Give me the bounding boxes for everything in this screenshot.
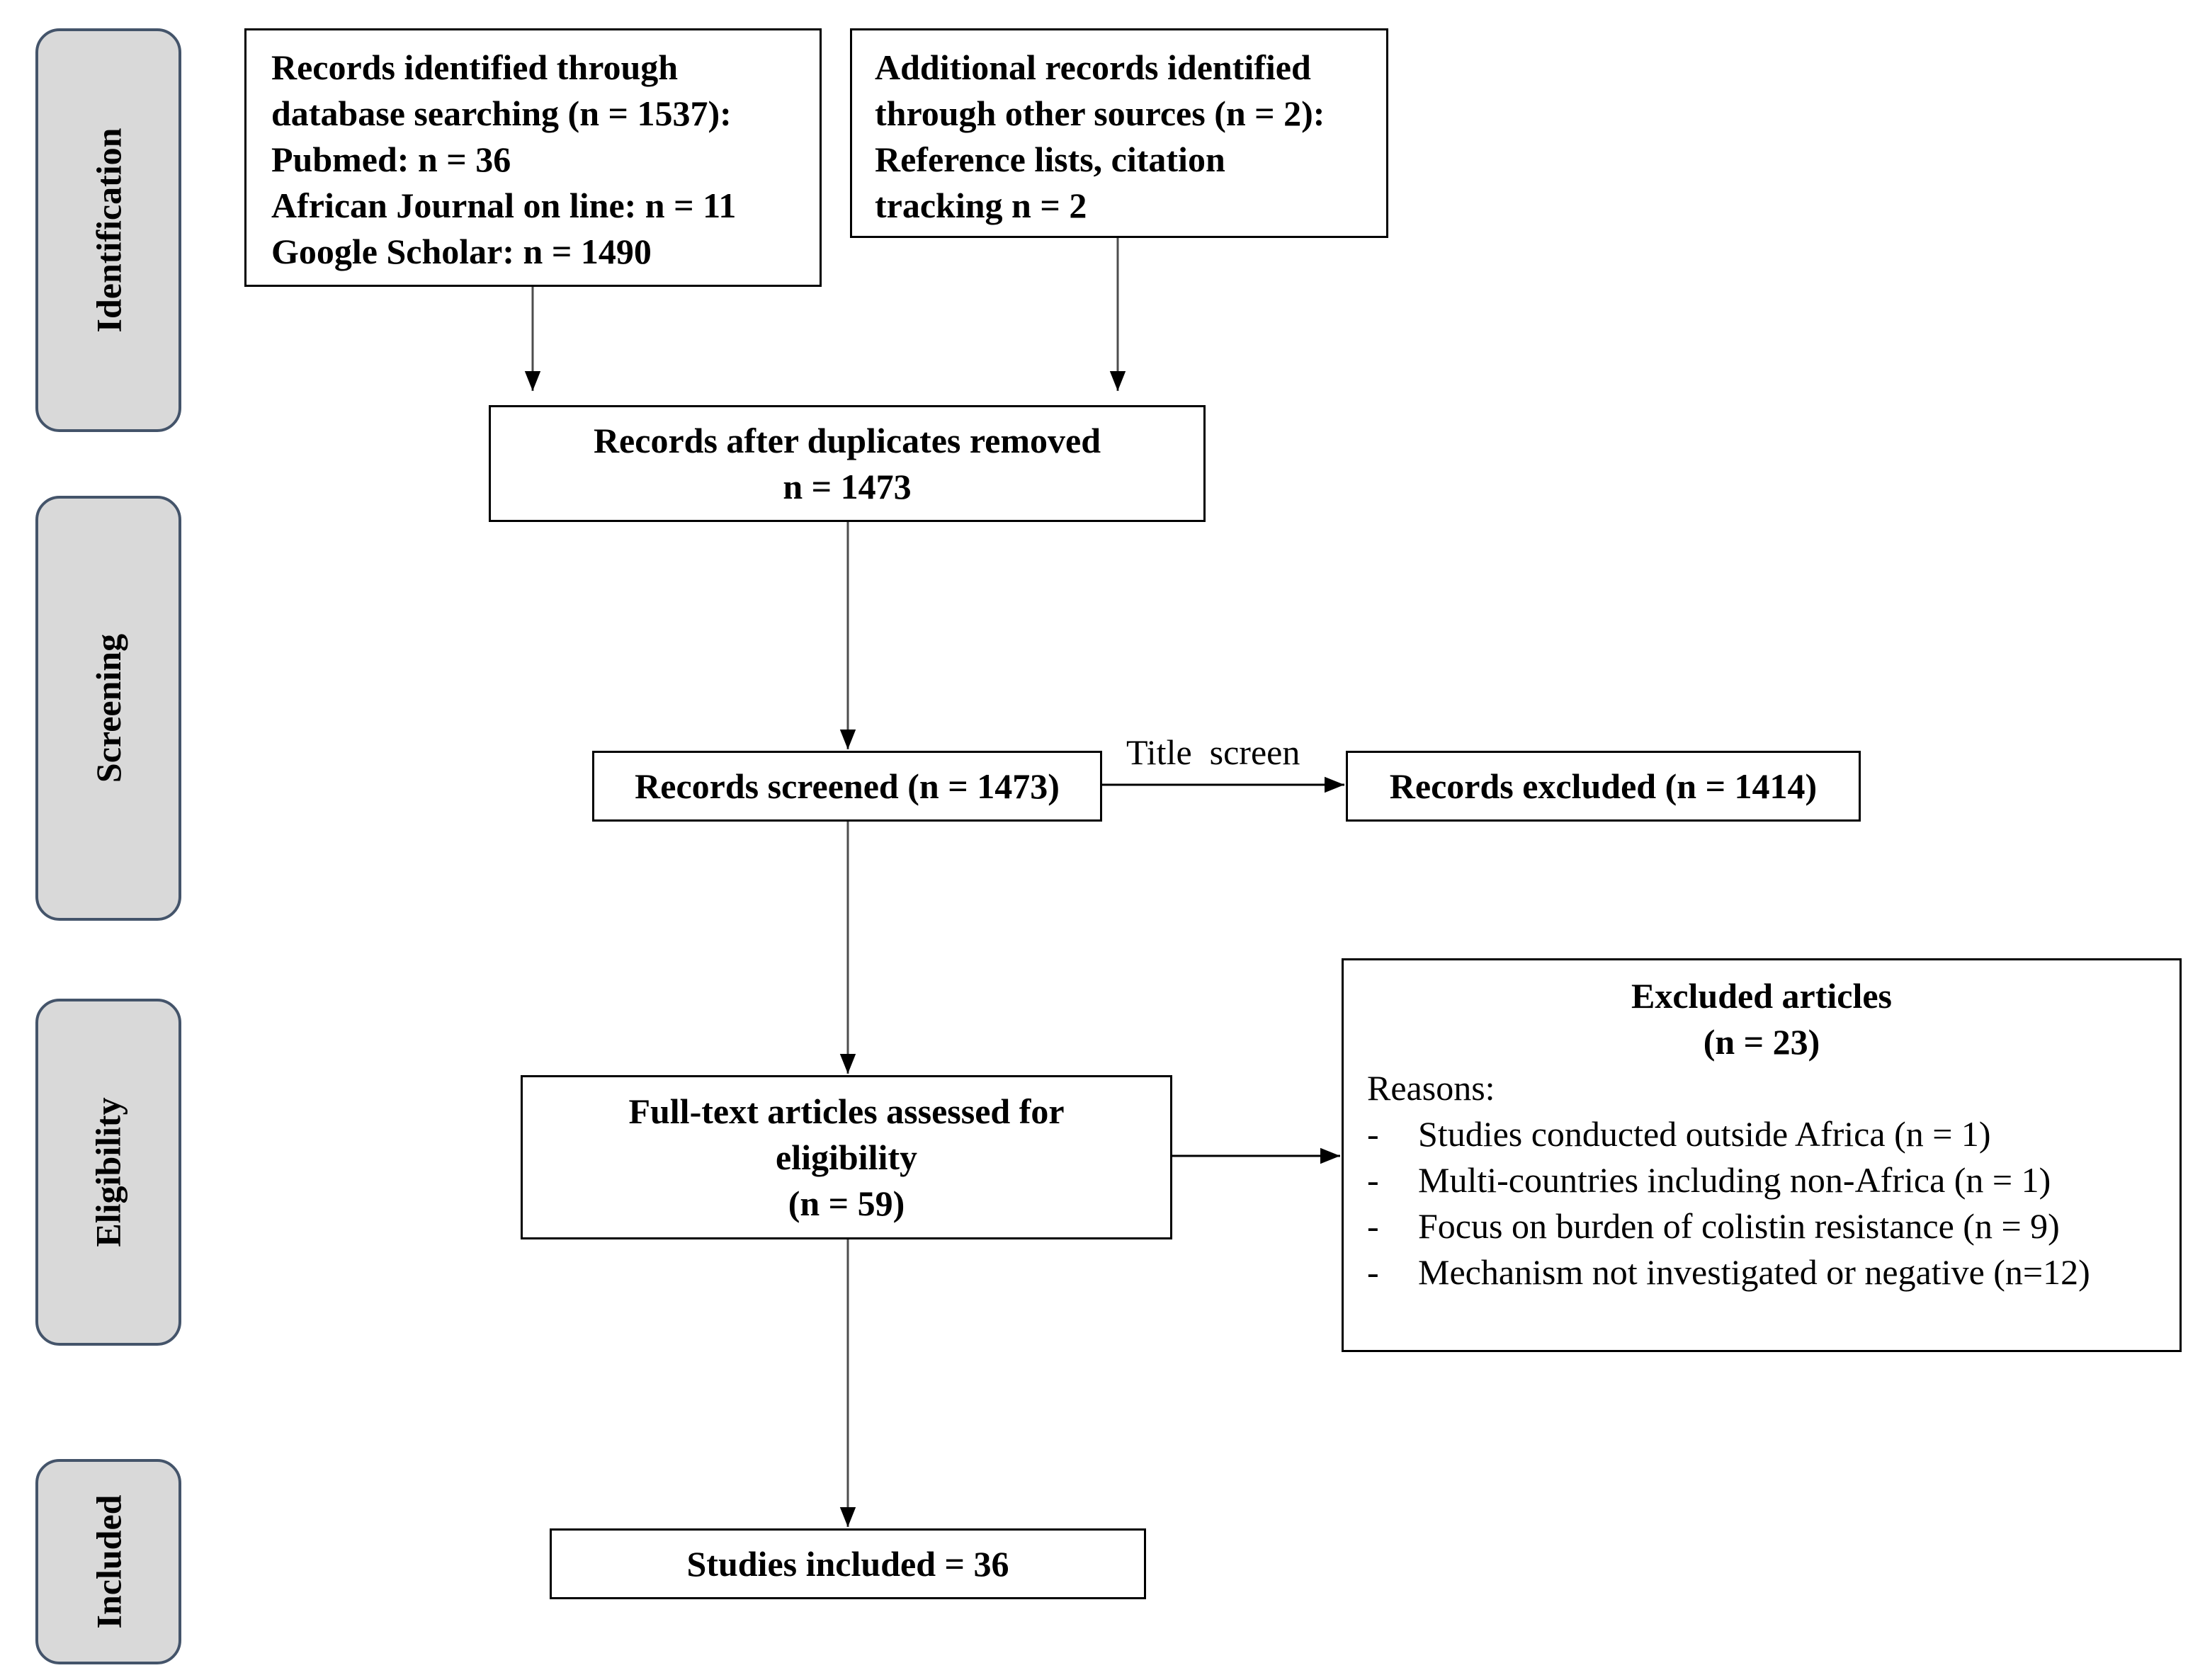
stage-identification: Identification — [35, 28, 181, 432]
database-search-line: database searching (n = 1537): — [271, 93, 732, 133]
database-search-line: Records identified through — [271, 47, 679, 87]
records-excluded-label: Records excluded (n = 1414) — [1389, 766, 1818, 806]
title-screen-label: Title screen — [1126, 732, 1300, 772]
duplicates-removed-label: Records after duplicates removed — [593, 420, 1101, 460]
database-search-line: Pubmed: n = 36 — [271, 140, 511, 179]
stage-included: Included — [35, 1459, 181, 1664]
reason-text: Studies conducted outside Africa (n = 1) — [1418, 1114, 1991, 1154]
reason-text: Focus on burden of colistin resistance (… — [1418, 1206, 2060, 1246]
database-search-box: Records identified through database sear… — [244, 28, 822, 287]
studies-included-box: Studies included = 36 — [550, 1528, 1146, 1599]
reason-item: -Multi-countries including non-Africa (n… — [1367, 1160, 2051, 1200]
other-sources-line: Reference lists, citation — [875, 140, 1225, 179]
studies-included-label: Studies included = 36 — [686, 1543, 1009, 1584]
excluded-articles-count: (n = 23) — [1703, 1022, 1820, 1062]
database-search-line: Google Scholar: n = 1490 — [271, 232, 652, 271]
excluded-articles-box: Excluded articles (n = 23) Reasons: -Stu… — [1342, 958, 2182, 1352]
excluded-articles-title: Excluded articles — [1631, 976, 1893, 1016]
stage-eligibility: Eligibility — [35, 999, 181, 1346]
full-text-count: (n = 59) — [788, 1183, 905, 1223]
full-text-label-line1: Full-text articles assessed for — [628, 1091, 1065, 1131]
other-sources-line: through other sources (n = 2): — [875, 93, 1325, 133]
reason-item: -Mechanism not investigated or negative … — [1367, 1252, 2090, 1292]
database-search-line: African Journal on line: n = 11 — [271, 186, 737, 225]
duplicates-removed-box: Records after duplicates removed n = 147… — [489, 405, 1206, 522]
records-screened-box: Records screened (n = 1473) — [592, 751, 1102, 822]
full-text-assessed-box: Full-text articles assessed for eligibil… — [521, 1075, 1172, 1239]
stage-eligibility-label: Eligibility — [89, 1097, 129, 1247]
reason-item: -Studies conducted outside Africa (n = 1… — [1367, 1114, 1991, 1154]
records-excluded-box: Records excluded (n = 1414) — [1346, 751, 1861, 822]
stage-included-label: Included — [89, 1494, 128, 1629]
other-sources-line: tracking n = 2 — [875, 186, 1087, 225]
records-screened-label: Records screened (n = 1473) — [635, 766, 1060, 806]
reasons-label: Reasons: — [1367, 1068, 1495, 1108]
reason-text: Multi-countries including non-Africa (n … — [1418, 1160, 2051, 1200]
reason-text: Mechanism not investigated or negative (… — [1418, 1252, 2090, 1292]
stage-identification-label: Identification — [89, 127, 128, 333]
reason-item: -Focus on burden of colistin resistance … — [1367, 1206, 2060, 1246]
other-sources-line: Additional records identified — [875, 47, 1311, 87]
stage-screening-label: Screening — [89, 633, 128, 783]
duplicates-removed-count: n = 1473 — [783, 466, 912, 506]
stage-screening: Screening — [35, 496, 181, 921]
reasons-list: -Studies conducted outside Africa (n = 1… — [1367, 1111, 2180, 1295]
full-text-label-line2: eligibility — [776, 1137, 917, 1177]
other-sources-box: Additional records identified through ot… — [850, 28, 1388, 238]
